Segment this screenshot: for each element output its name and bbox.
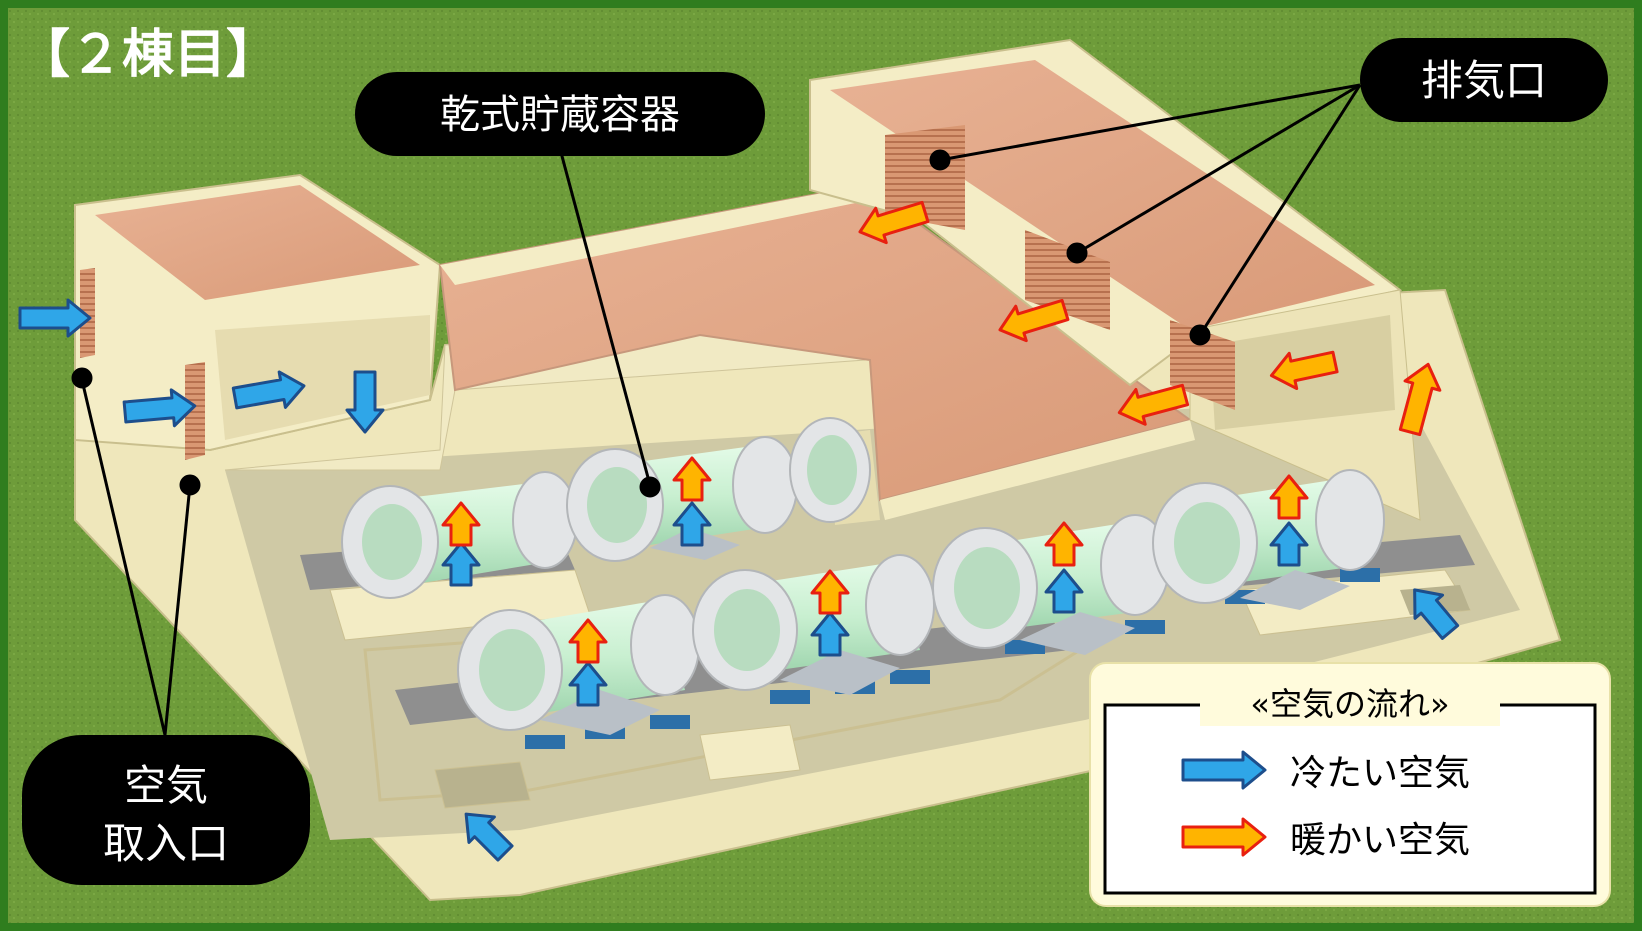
callout-lines [71, 83, 1362, 736]
support-pad [525, 735, 565, 749]
casks [341, 417, 1385, 735]
legend-warm-arrow [1181, 817, 1267, 857]
intake-callout-line2: 取入口 [103, 819, 229, 868]
callout-intake: 空気 取入口 [22, 735, 310, 885]
warm-air-arrow [998, 298, 1070, 343]
warm-air-arrow [672, 456, 712, 502]
cold-air-arrow [18, 298, 92, 338]
cold-air-arrow [464, 812, 514, 862]
callout-cask: 乾式貯蔵容器 [355, 72, 765, 156]
cold-air-arrow [810, 611, 850, 657]
legend-arrows [1181, 750, 1267, 857]
intake-louver [80, 268, 95, 358]
main-roof-edge [880, 420, 1195, 520]
warm-air-arrow [1269, 350, 1339, 391]
cask-leader-line [553, 129, 652, 486]
airflow-arrows [18, 200, 1460, 862]
warm-air-arrow [810, 569, 850, 615]
exhaust-leader-dot [1066, 242, 1088, 264]
main-roof-edge [440, 185, 870, 285]
warm-air-arrow [1269, 474, 1309, 520]
cold-air-arrow [441, 541, 481, 587]
legend-box [1103, 703, 1597, 895]
cold-air-arrow [672, 501, 712, 547]
front-ledge [699, 724, 801, 781]
support-pad [770, 690, 810, 704]
cold-air-arrow [231, 370, 306, 410]
cask-leader-dot [639, 476, 661, 498]
exhaust-louver [1170, 320, 1235, 410]
exhaust-callout-bubble [1360, 38, 1608, 122]
support-pad [1005, 640, 1045, 654]
legend-warm-label: 暖かい空気 [1290, 820, 1470, 861]
cold-air-arrow [568, 661, 608, 707]
exhaust-callout-label: 排気口 [1421, 56, 1547, 105]
exhaust-leader-line [939, 83, 1361, 162]
cask-callout-bubble [355, 72, 765, 156]
cold-air-arrow [122, 388, 197, 428]
intake-chamber [215, 315, 430, 440]
intake-leader-line [80, 379, 167, 736]
intake-block-roof [95, 185, 420, 300]
cold-air-arrow [1413, 588, 1460, 640]
exhaust-leader-line [1076, 83, 1361, 255]
exhaust-leader-dot [1189, 324, 1211, 346]
legend-title-mask [1200, 680, 1500, 726]
legend: «空気の流れ» 冷たい空気 暖かい空気 [1089, 662, 1611, 907]
warm-air-arrow [1117, 383, 1190, 426]
page-title: 【２棟目】 [18, 25, 278, 85]
warm-air-arrow [1398, 362, 1442, 437]
exhaust-block-roof [830, 60, 1375, 330]
support-pad [1340, 568, 1380, 582]
cask-callout-label: 乾式貯蔵容器 [440, 92, 680, 138]
intake-louver [185, 362, 205, 460]
intake-leader-dot [71, 367, 93, 389]
cold-air-arrow [345, 370, 385, 434]
intake-callout-line1: 空気 [124, 761, 208, 810]
exhaust-leader-dot [929, 149, 951, 171]
storage-cask [789, 417, 871, 523]
callout-exhaust: 排気口 [1360, 38, 1608, 122]
cold-air-arrow [1044, 568, 1084, 614]
legend-cold-label: 冷たい空気 [1290, 753, 1470, 794]
intake-callout-bubble [22, 735, 310, 885]
warm-air-arrow [568, 618, 608, 664]
warm-air-arrow [441, 501, 481, 547]
cold-air-arrow [1269, 521, 1309, 567]
warm-air-arrow [858, 200, 930, 245]
support-pad [1125, 620, 1165, 634]
support-pad [650, 715, 690, 729]
warm-air-arrow [1044, 521, 1084, 567]
intake-leader-dot [179, 474, 201, 496]
legend-title: «空気の流れ» [1250, 685, 1449, 723]
intake-duct [434, 761, 531, 809]
intake-leader-line [163, 484, 192, 736]
storage-cask [341, 471, 578, 599]
exhaust-leader-line [1198, 84, 1362, 336]
support-pad [890, 670, 930, 684]
legend-cold-arrow [1181, 750, 1267, 790]
storage-cask [932, 514, 1170, 655]
